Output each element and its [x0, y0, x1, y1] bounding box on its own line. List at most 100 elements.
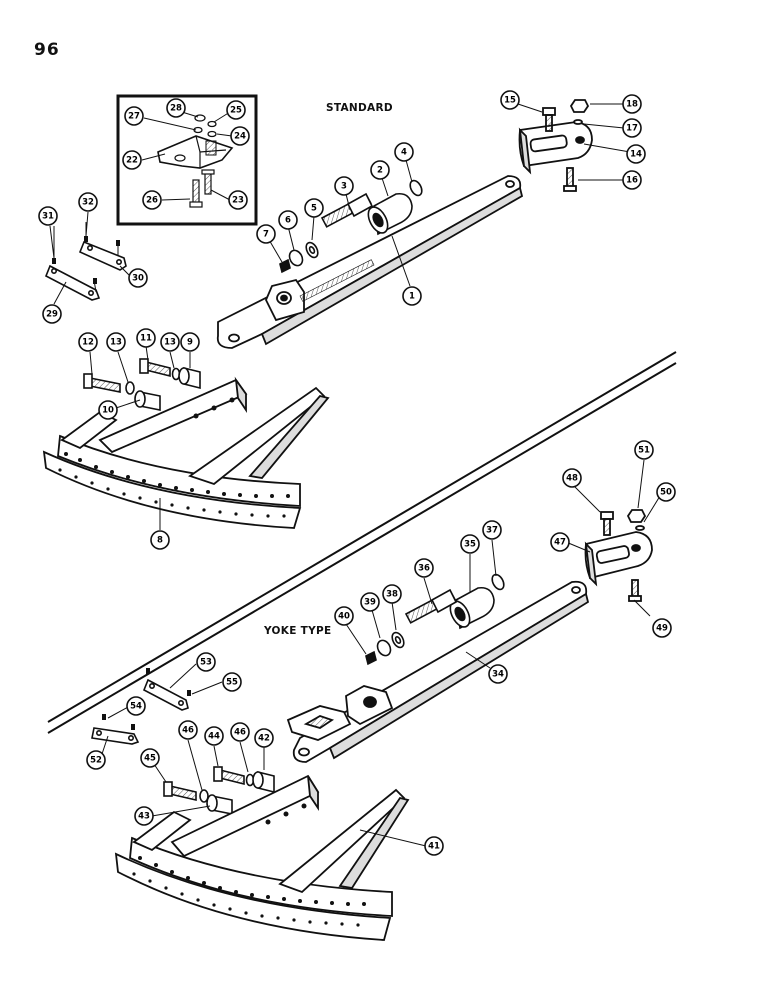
callout-number: 29 — [46, 310, 58, 320]
callout-30: 30 — [128, 268, 148, 288]
callout-number: 35 — [464, 540, 476, 550]
callout-43: 43 — [134, 806, 154, 826]
callout-number: 44 — [208, 732, 220, 742]
callout-50: 50 — [656, 482, 676, 502]
callout-circle — [226, 100, 246, 120]
frame-yoke — [114, 774, 410, 941]
callout-circle — [254, 728, 274, 748]
callout-circle — [230, 722, 250, 742]
callout-circle — [334, 176, 354, 196]
callout-number: 2 — [377, 166, 383, 176]
callout-4: 4 — [394, 142, 414, 162]
callout-5: 5 — [304, 198, 324, 218]
callout-13a: 13 — [106, 332, 126, 352]
callout-18: 18 — [622, 94, 642, 114]
callout-circle — [178, 720, 198, 740]
callout-number: 38 — [386, 590, 398, 600]
section-title-yoke-type: YOKE TYPE — [264, 625, 332, 637]
draw-bar-standard — [216, 175, 524, 349]
callout-number: 42 — [258, 734, 270, 744]
callout-17: 17 — [622, 118, 642, 138]
callout-circle — [634, 440, 654, 460]
callout-number: 31 — [42, 212, 54, 222]
callout-48: 48 — [562, 468, 582, 488]
callout-15: 15 — [500, 90, 520, 110]
callout-circle — [126, 696, 146, 716]
callout-13b: 13 — [160, 332, 180, 352]
callout-circle — [196, 652, 216, 672]
callout-circle — [142, 190, 162, 210]
callout-number: 37 — [486, 526, 498, 536]
callout-number: 50 — [660, 488, 672, 498]
callout-circle — [128, 268, 148, 288]
callout-number: 18 — [626, 100, 638, 110]
callout-22: 22 — [122, 150, 142, 170]
callout-circle — [256, 224, 276, 244]
callout-number: 14 — [630, 150, 642, 160]
callout-number: 46 — [234, 728, 246, 738]
callout-16: 16 — [622, 170, 642, 190]
callout-circle — [160, 332, 180, 352]
callout-number: 47 — [554, 538, 566, 548]
callout-circle — [166, 98, 186, 118]
callout-44: 44 — [204, 726, 224, 746]
callout-47: 47 — [550, 532, 570, 552]
page-number: 96 — [34, 40, 60, 60]
callout-number: 24 — [234, 132, 246, 142]
callout-circle — [106, 332, 126, 352]
callout-circle — [460, 534, 480, 554]
callout-number: 55 — [226, 678, 238, 688]
callout-number: 39 — [364, 598, 376, 608]
callout-40: 40 — [334, 606, 354, 626]
callout-circle — [230, 126, 250, 146]
callout-8: 8 — [150, 530, 170, 550]
callout-circle — [622, 94, 642, 114]
callout-circle — [394, 142, 414, 162]
callout-number: 11 — [140, 334, 152, 344]
callout-number: 45 — [144, 754, 156, 764]
callout-number: 26 — [146, 196, 158, 206]
callout-1: 1 — [402, 286, 422, 306]
callout-circle — [622, 118, 642, 138]
callout-45: 45 — [140, 748, 160, 768]
callout-37: 37 — [482, 520, 502, 540]
callout-circle — [424, 836, 444, 856]
callout-circle — [78, 332, 98, 352]
callout-circle — [86, 750, 106, 770]
callout-number: 43 — [138, 812, 150, 822]
callout-circle — [656, 482, 676, 502]
callout-circle — [488, 664, 508, 684]
section-divider — [47, 351, 677, 734]
callout-39: 39 — [360, 592, 380, 612]
callout-41: 41 — [424, 836, 444, 856]
callout-10: 10 — [98, 400, 118, 420]
callout-circle — [304, 198, 324, 218]
callout-27: 27 — [124, 106, 144, 126]
adjuster-hardware-yoke — [365, 573, 505, 666]
callout-3: 3 — [334, 176, 354, 196]
callout-34: 34 — [488, 664, 508, 684]
callout-46b: 46 — [230, 722, 250, 742]
callout-number: 10 — [102, 406, 114, 416]
callout-circle — [180, 332, 200, 352]
callout-circle — [204, 726, 224, 746]
callout-29: 29 — [42, 304, 62, 324]
callout-circle — [38, 206, 58, 226]
callout-number: 46 — [182, 726, 194, 736]
callout-number: 15 — [504, 96, 516, 106]
callout-24: 24 — [230, 126, 250, 146]
leader-lines — [49, 103, 661, 847]
callout-circle — [626, 144, 646, 164]
frame-standard-holes — [58, 397, 290, 518]
draw-bar-yoke — [286, 580, 590, 763]
callout-54: 54 — [126, 696, 146, 716]
callout-number: 30 — [132, 274, 144, 284]
callout-number: 8 — [157, 536, 163, 546]
callout-circle — [140, 748, 160, 768]
callout-circle — [622, 170, 642, 190]
callout-23: 23 — [228, 190, 248, 210]
callout-number: 32 — [82, 198, 94, 208]
bushings-standard — [83, 358, 201, 411]
